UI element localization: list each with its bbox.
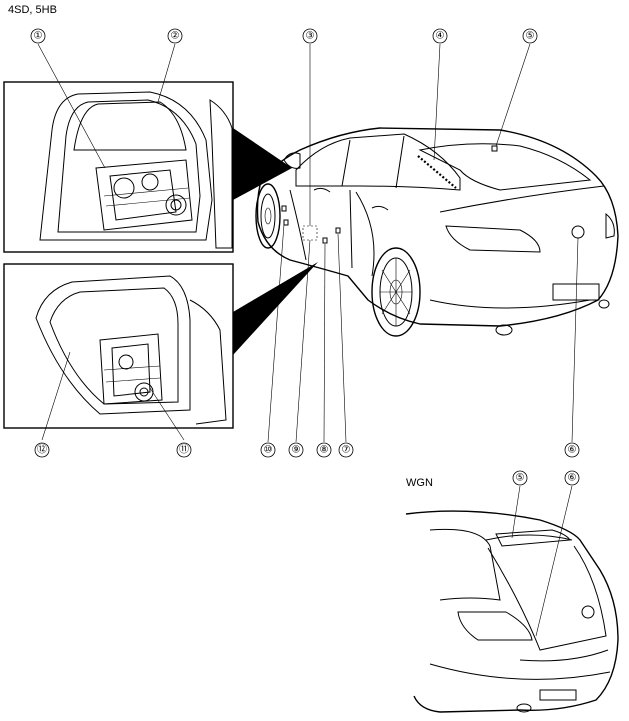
leader-line-8 [323,243,326,443]
main-car-illustration [255,43,619,443]
wagon-rear-lower-outline [413,695,521,713]
wagon-roof-spoiler [485,534,573,541]
car-front-wheel [255,183,281,249]
front-door-inner-panel [57,99,201,233]
car-front-door-handle [313,187,331,193]
car-exhaust-right [598,299,610,309]
leader-line-12 [41,351,71,441]
front-door-outline [39,91,213,241]
callout-4: ④ [432,28,448,44]
wagon-rear-reflector [539,689,577,701]
variant-label-sedan-hatchback: 4SD, 5HB [8,4,57,16]
rear-window-regulator [99,333,163,405]
wagon-roof-and-side-outline [405,510,619,711]
wagon-rear-combination-light [457,611,533,641]
leader-line-6 [571,237,579,443]
callout-label-12: ⑫ [37,444,47,456]
car-rear-door-seam [355,191,375,277]
rear-door-inner-panel [49,287,179,405]
car-rear-window [418,143,592,191]
callout-7: ⑦ [338,442,354,458]
leader-line-2 [157,43,176,103]
car-front-door-seam [289,189,353,269]
marker-item-10b [283,219,289,226]
wagon-liftgate-glass [487,545,607,651]
callout-label-1: ① [34,31,43,42]
callout-2: ② [167,28,183,44]
car-rear-emblem [571,225,585,239]
marker-item-7 [335,227,341,234]
callout-12: ⑫ [34,442,50,458]
front-window-regulator [95,159,193,231]
marker-item-8 [322,237,328,244]
callout-6: ⑥ [564,442,580,458]
car-rear-door-handle [371,205,389,211]
car-rear-combination-light [445,225,541,253]
callout-label-10: ⑩ [264,445,273,456]
wagon-rear-emblem [581,605,595,619]
callout-9: ⑨ [288,442,304,458]
marker-item-10a [281,205,287,212]
wagon-side-window [429,528,501,601]
callout-label-9: ⑨ [292,445,301,456]
car-trunk-edge [439,185,605,213]
callout-label-6-wagon: ⑥ [568,473,577,484]
front-door-inset-frame [3,81,234,253]
wagon-liftgate-lower-edge [519,649,609,662]
leader-line-10 [267,223,285,443]
callout-5-wagon: ⑤ [512,470,528,486]
callout-label-11: ⑪ [179,444,189,456]
callout-label-8: ⑧ [320,445,329,456]
callout-6-wagon: ⑥ [564,470,580,486]
callout-8: ⑧ [316,442,332,458]
leader-line-1 [37,43,106,169]
wagon-high-mount-stop-light [495,529,571,547]
callout-1: ① [30,28,46,44]
leader-line-5 [495,43,531,147]
callout-label-4: ④ [436,31,445,42]
car-rear-light-right [605,212,615,239]
wagon-rear-bumper [429,663,611,680]
car-side-mirror [283,152,301,169]
callout-label-6: ⑥ [568,445,577,456]
callout-label-3: ③ [306,31,315,42]
front-body-pillar [209,99,233,249]
callout-label-5-wagon: ⑤ [516,473,525,484]
callout-10: ⑩ [260,442,276,458]
car-exhaust-left [495,324,513,336]
rear-door-outline [35,275,191,415]
callout-5: ⑤ [522,28,538,44]
callout-label-5: ⑤ [526,31,535,42]
rear-window-defroster-marker [417,155,457,189]
leader-line-6-wagon [535,485,573,637]
zoom-wedge-front-door [233,128,292,200]
car-body-outline [256,127,619,327]
callout-label-7: ⑦ [342,445,351,456]
car-window-pillars [341,135,405,189]
leader-line-5-wagon [511,485,521,539]
wagon-exhaust [516,703,532,713]
rear-door-inset [3,263,234,441]
callout-label-2: ② [171,31,180,42]
front-door-inset [3,43,234,253]
marker-item-5 [491,145,498,152]
leader-line-4 [433,43,441,161]
leader-line-9 [295,239,311,443]
car-rear-wheel [371,247,421,337]
front-door-window-frame [73,101,187,151]
leader-line-11 [149,387,185,441]
car-rear-bumper [429,299,591,309]
callout-11: ⑪ [176,442,192,458]
leader-line-7 [337,233,347,443]
marker-item-3 [302,225,318,241]
zoom-wedge-rear-door [233,262,318,355]
wagon-car-illustration [405,485,619,713]
rear-body-pillar [189,299,227,425]
callout-3: ③ [302,28,318,44]
variant-label-wagon: WGN [406,477,433,489]
